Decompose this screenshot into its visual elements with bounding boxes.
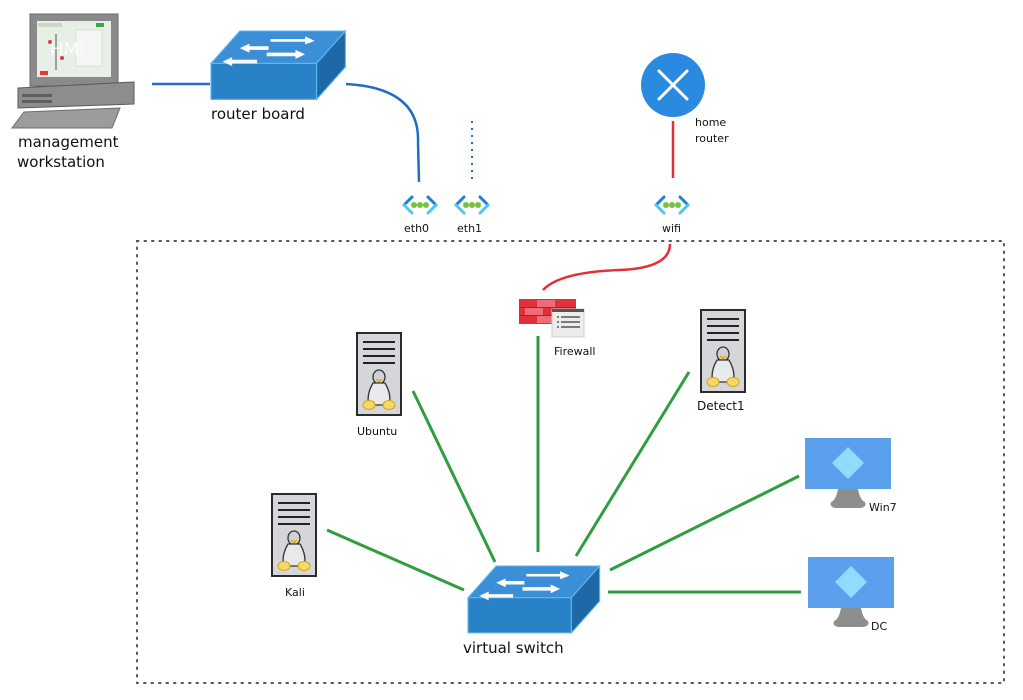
node-router-board[interactable]: router board [210, 30, 346, 123]
dc-label: DC [871, 620, 887, 633]
node-eth0[interactable]: eth0 [402, 195, 438, 235]
linux-server-icon [356, 332, 402, 416]
link-router-board-eth0 [345, 82, 421, 183]
link-win7-virtual-switch [609, 474, 800, 572]
network-interface-icon [654, 195, 690, 215]
ubuntu-label: Ubuntu [357, 425, 397, 438]
home-router-label-line1: home [695, 116, 726, 129]
switch-icon [467, 565, 601, 634]
virtual-switch-label: virtual switch [463, 639, 564, 657]
node-dc[interactable]: DC [808, 557, 894, 633]
network-interface-icon [402, 195, 438, 215]
workstation-screen-text: HMI [50, 39, 84, 60]
computer-icon: HMI [11, 13, 135, 129]
link-kali-virtual-switch [326, 528, 465, 592]
node-eth1[interactable]: eth1 [454, 195, 490, 235]
home-router-label-line2: router [695, 132, 729, 145]
windows-vm-icon [805, 438, 891, 508]
network-interface-icon [454, 195, 490, 215]
firewall-label: Firewall [554, 345, 595, 358]
node-home-router[interactable]: home router [641, 53, 729, 145]
management-workstation-label-line2: workstation [17, 153, 105, 171]
node-virtual-switch[interactable]: virtual switch [463, 565, 601, 657]
detect1-label: Detect1 [697, 399, 745, 413]
node-ubuntu[interactable]: Ubuntu [356, 332, 402, 438]
node-management-workstation[interactable]: HMI management workstation [11, 13, 135, 171]
linux-server-icon [271, 493, 317, 577]
node-win7[interactable]: Win7 [805, 438, 897, 514]
eth1-label: eth1 [457, 222, 482, 235]
node-wifi[interactable]: wifi [654, 195, 690, 235]
node-kali[interactable]: Kali [271, 493, 317, 599]
virtual-network-boundary [136, 240, 1005, 684]
router-icon [641, 53, 705, 117]
linux-server-icon [700, 309, 746, 393]
router-board-label: router board [211, 105, 305, 123]
node-detect1[interactable]: Detect1 [697, 309, 746, 413]
link-wifi-firewall [542, 243, 672, 291]
wifi-label: wifi [662, 222, 681, 235]
link-detect1-virtual-switch [574, 371, 691, 557]
eth0-label: eth0 [404, 222, 429, 235]
kali-label: Kali [285, 586, 305, 599]
windows-vm-icon [808, 557, 894, 627]
switch-icon [210, 30, 346, 100]
firewall-icon [519, 299, 585, 338]
management-workstation-label-line1: management [18, 133, 119, 151]
win7-label: Win7 [869, 501, 897, 514]
links [152, 82, 801, 594]
link-ubuntu-virtual-switch [411, 390, 497, 563]
node-firewall[interactable]: Firewall [519, 299, 595, 358]
